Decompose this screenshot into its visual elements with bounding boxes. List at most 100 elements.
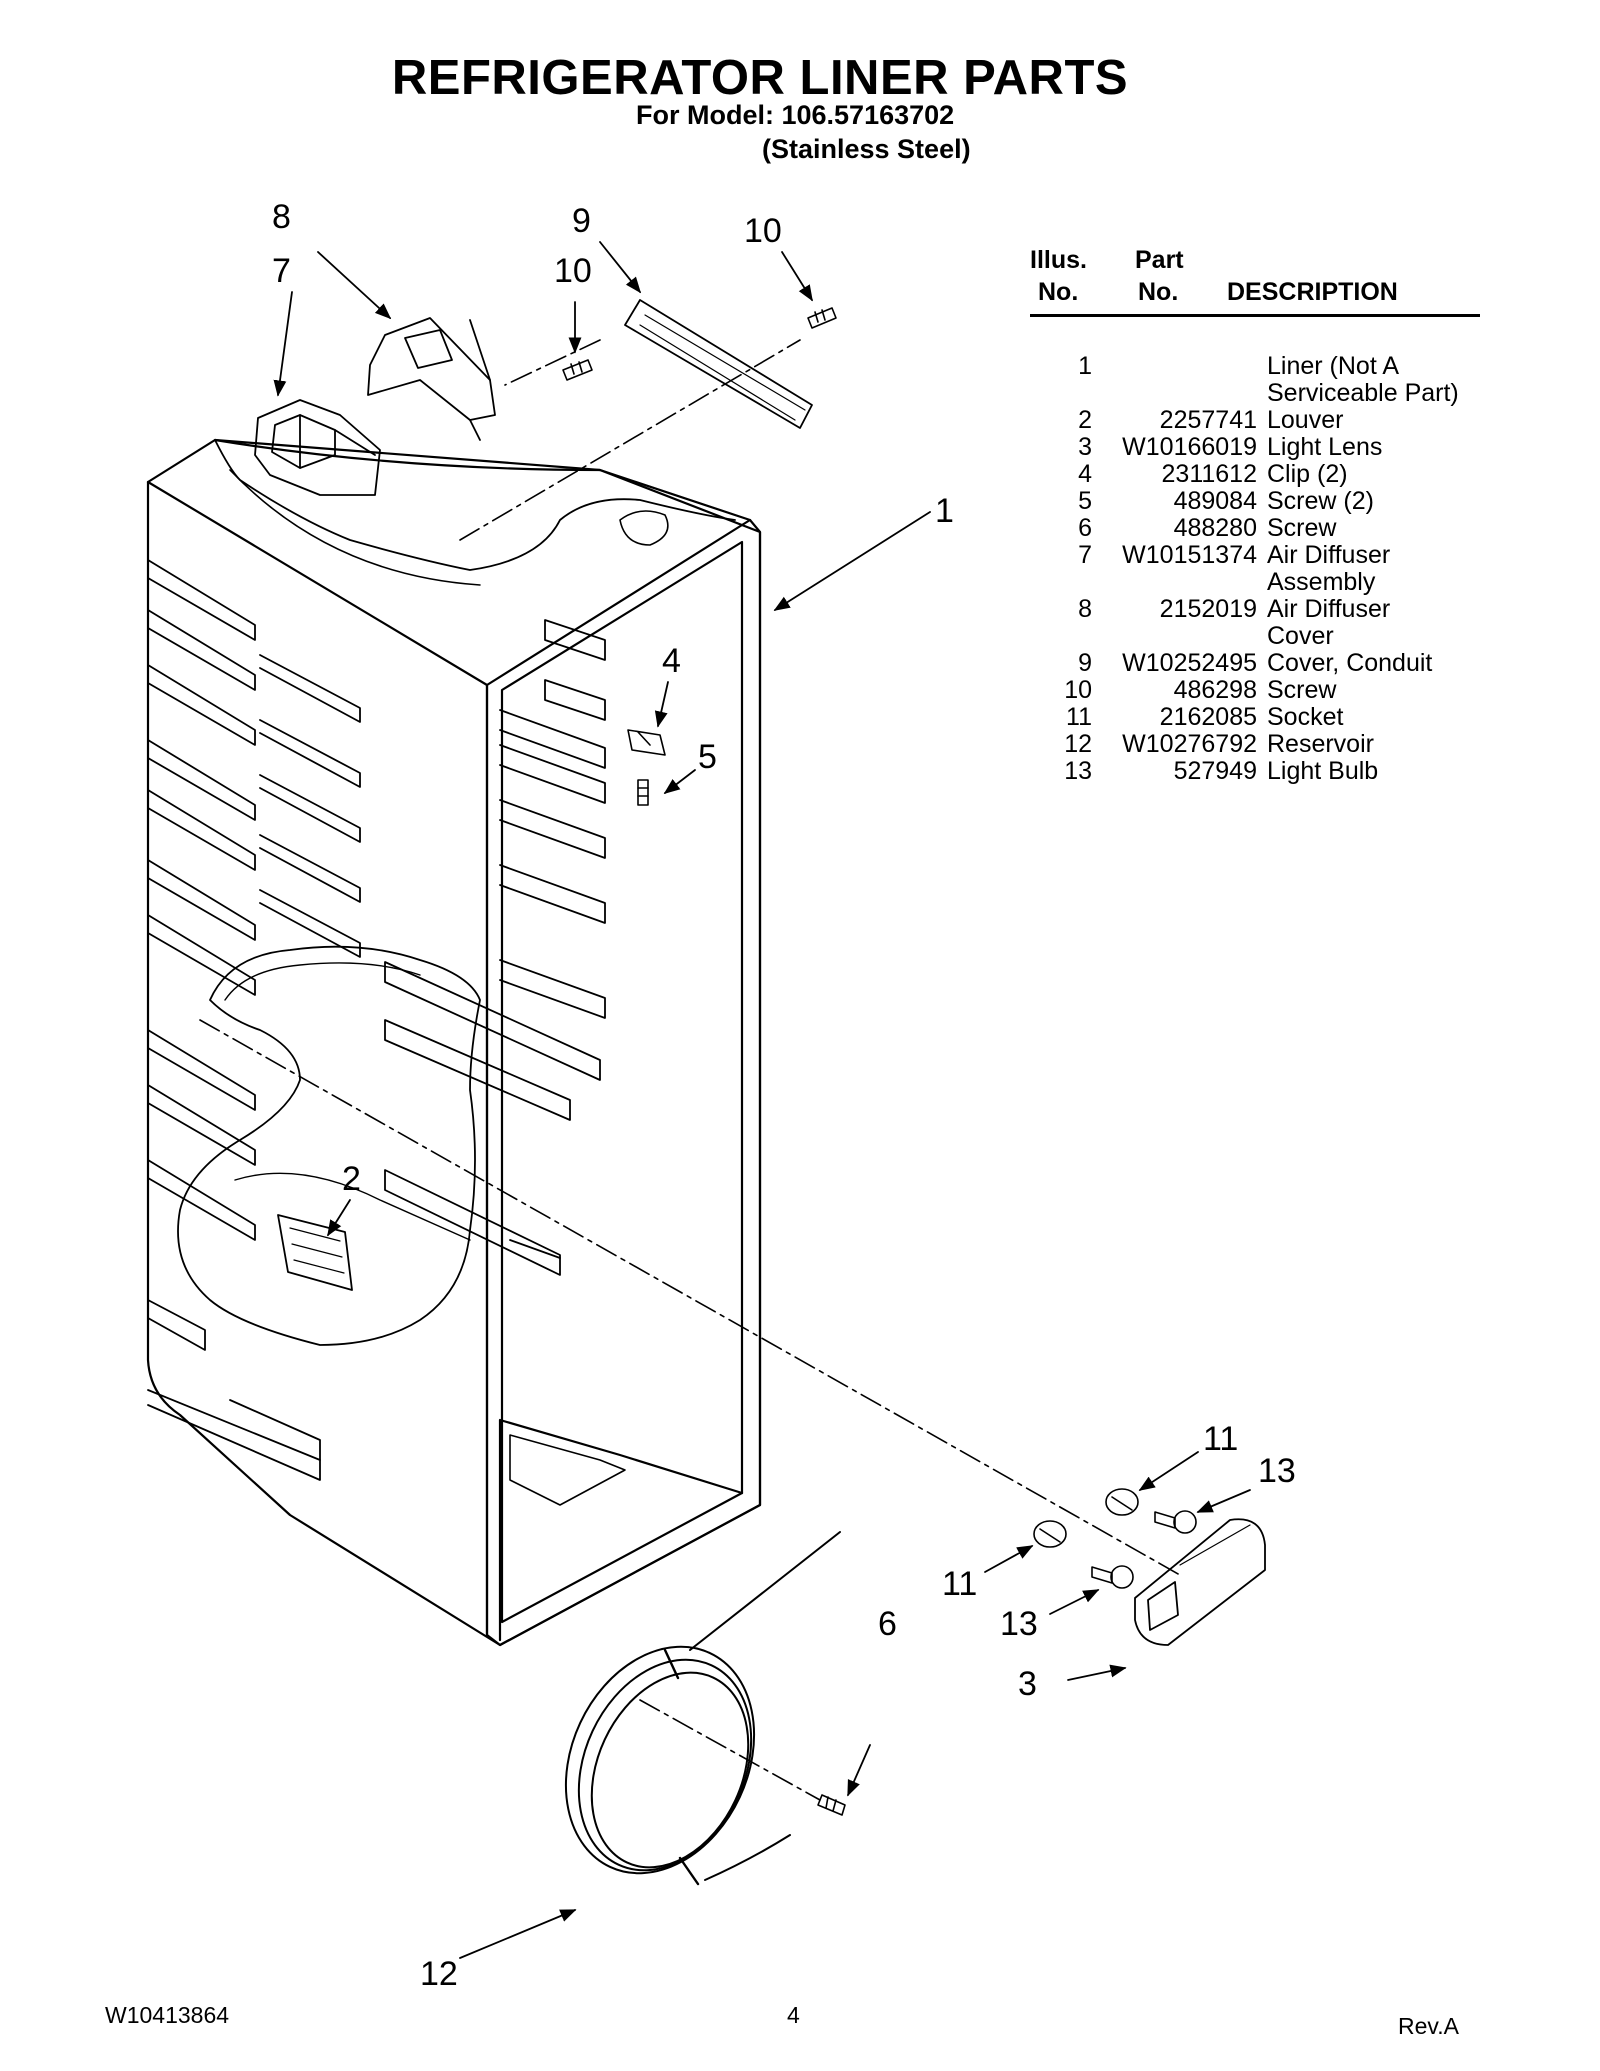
screw-10-top xyxy=(807,307,837,329)
liner-top-cutaway xyxy=(214,439,736,571)
illus-number: 7 xyxy=(1078,541,1092,569)
callout-8: 8 xyxy=(272,198,291,236)
illus-number: 12 xyxy=(1064,730,1092,758)
part-number: W10252495 xyxy=(1122,649,1257,677)
callout-11-lower: 11 xyxy=(942,1565,977,1603)
parts-row: 10 486298 Screw xyxy=(1030,677,1480,704)
part-number: W10276792 xyxy=(1122,730,1257,758)
illus-number: 6 xyxy=(1078,514,1092,542)
callout-1: 1 xyxy=(935,492,954,530)
part-description: Light Lens xyxy=(1267,433,1383,461)
liner-floor-pan xyxy=(509,1434,626,1506)
part-number: 2311612 xyxy=(1161,460,1257,488)
part-number: 486298 xyxy=(1173,676,1257,704)
callout-9: 9 xyxy=(572,202,591,240)
part-number: W10166019 xyxy=(1122,433,1257,461)
header-part-1: Part xyxy=(1135,246,1184,274)
illus-number: 4 xyxy=(1078,460,1092,488)
part-description: Screw xyxy=(1267,676,1337,704)
liner-top-diffuser-port xyxy=(619,510,669,546)
socket-11-upper xyxy=(1105,1488,1139,1516)
callout-5: 5 xyxy=(698,738,717,776)
illus-number: 9 xyxy=(1078,649,1092,677)
callout-12: 12 xyxy=(420,1955,458,1993)
left-shelf-rails xyxy=(147,559,361,1481)
socket-11-lower xyxy=(1033,1520,1067,1548)
leader-6 xyxy=(847,1744,871,1797)
louver-part xyxy=(277,1214,353,1291)
clip-part xyxy=(627,729,666,756)
part-description: Cover xyxy=(1267,622,1334,650)
leader-13-upper xyxy=(1196,1489,1251,1513)
leader-11-upper xyxy=(1138,1451,1199,1491)
illus-number: 3 xyxy=(1078,433,1092,461)
illus-number: 13 xyxy=(1064,757,1092,785)
parts-row: 13 527949 Light Bulb xyxy=(1030,758,1480,785)
lower-cutaway xyxy=(177,945,481,1346)
leader-11-lower xyxy=(984,1545,1034,1573)
parts-row: 9 W10252495 Cover, Conduit xyxy=(1030,650,1480,677)
assembly-lines xyxy=(199,339,1181,1801)
callout-10-top: 10 xyxy=(744,212,782,250)
part-description: Clip (2) xyxy=(1267,460,1348,488)
callout-7: 7 xyxy=(272,252,291,290)
part-description: Light Bulb xyxy=(1267,757,1379,785)
air-diffuser-assembly-part xyxy=(254,399,381,496)
page-number: 4 xyxy=(787,2002,800,2028)
header-part-2: No. xyxy=(1138,278,1179,306)
callout-11-upper: 11 xyxy=(1203,1420,1238,1458)
air-diffuser-cover-part xyxy=(367,317,496,441)
liner-top-wall xyxy=(146,438,752,687)
part-description: Reservoir xyxy=(1267,730,1374,758)
part-number: 527949 xyxy=(1173,757,1257,785)
light-lens-part xyxy=(1134,1518,1266,1646)
leader-3 xyxy=(1067,1664,1127,1681)
parts-row: 4 2311612 Clip (2) xyxy=(1030,461,1480,488)
liner-part xyxy=(146,438,762,1647)
callout-13-lower: 13 xyxy=(1000,1605,1038,1643)
finish-line: (Stainless Steel) xyxy=(762,134,971,164)
reservoir-coil-part xyxy=(564,1531,841,1886)
header-illus-1: Illus. xyxy=(1030,246,1087,274)
leader-9 xyxy=(599,241,642,294)
part-number: W10151374 xyxy=(1122,541,1257,569)
screw-6 xyxy=(817,1794,846,1816)
part-description: Cover, Conduit xyxy=(1267,649,1433,677)
part-number: 2257741 xyxy=(1159,406,1257,434)
conduit-cover-part xyxy=(624,299,813,429)
leader-5 xyxy=(663,769,696,794)
part-description: Socket xyxy=(1267,703,1344,731)
leader-1 xyxy=(773,511,931,611)
part-description: Air Diffuser xyxy=(1267,595,1391,623)
part-number: 2162085 xyxy=(1159,703,1257,731)
leader-8 xyxy=(317,251,392,320)
right-shelf-rails xyxy=(384,619,606,1276)
page-title: REFRIGERATOR LINER PARTS xyxy=(391,51,1129,105)
illus-number: 10 xyxy=(1064,676,1092,704)
leader-arrows xyxy=(273,241,1251,1959)
header-illus-2: No. xyxy=(1038,278,1079,306)
model-line: For Model: 106.57163702 xyxy=(636,100,955,130)
liner-inner-frame xyxy=(500,540,744,1624)
leader-12 xyxy=(459,1909,577,1959)
header-description: DESCRIPTION xyxy=(1227,278,1398,306)
leader-7 xyxy=(273,291,293,397)
callout-2: 2 xyxy=(342,1160,361,1198)
callout-13-upper: 13 xyxy=(1258,1452,1296,1490)
screw-5 xyxy=(637,779,649,806)
part-number: 489084 xyxy=(1173,487,1257,515)
leader-10-top xyxy=(781,251,813,302)
callout-4: 4 xyxy=(662,642,681,680)
parts-row: 12 W10276792 Reservoir xyxy=(1030,731,1480,758)
leader-2 xyxy=(327,1199,351,1237)
bulb-13-lower xyxy=(1091,1565,1134,1589)
part-description: Serviceable Part) xyxy=(1267,379,1459,407)
doc-number: W10413864 xyxy=(105,2002,230,2028)
